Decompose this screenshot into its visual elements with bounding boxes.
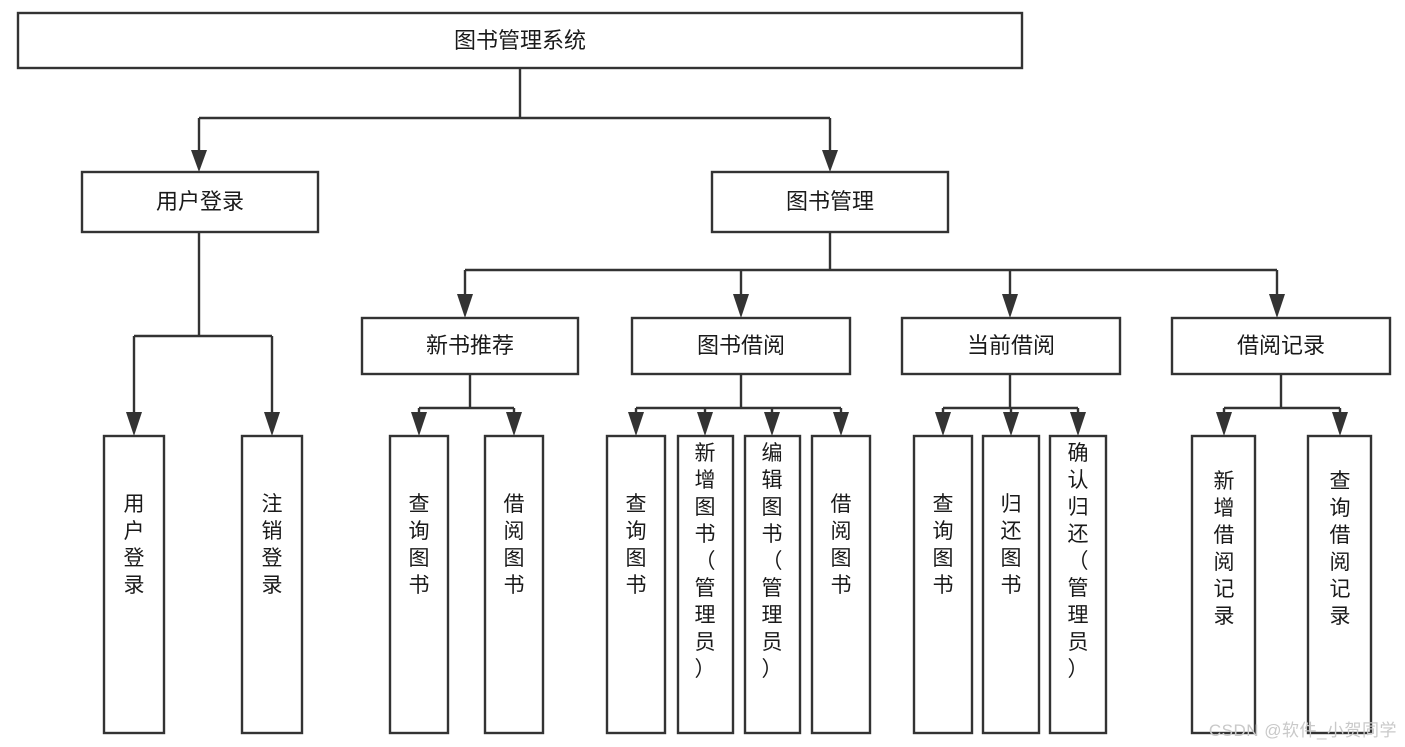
node-leaf-borrow-edit-box [743, 434, 802, 735]
arrow-head-borrowrecord-leaf-2 [1332, 412, 1348, 436]
node-leaf-borrow-add[interactable]: 新增图书（管理员） [676, 434, 735, 735]
node-leaf-borrow-edit-label: 编辑图书（管理员） [762, 442, 783, 681]
node-current-borrow[interactable]: 当前借阅 [900, 316, 1122, 376]
arrow-head-currentborrow-leaf-1 [935, 412, 951, 436]
node-leaf-current-confirm[interactable]: 确认归还（管理员） [1048, 434, 1108, 735]
connector-group-current-borrow [935, 374, 1086, 436]
node-borrow-record-label: 借阅记录 [1237, 333, 1325, 358]
node-root-system-label: 图书管理系统 [454, 28, 586, 53]
node-user-login-label: 用户登录 [156, 189, 244, 214]
node-leaf-newbook-borrow[interactable]: 借阅图书 [483, 434, 545, 735]
arrow-head-borrowrecord-leaf-1 [1216, 412, 1232, 436]
arrow-head-leaf-logout [264, 412, 280, 436]
node-leaf-record-query-box [1306, 434, 1373, 735]
node-leaf-current-return-box [981, 434, 1041, 735]
arrow-head-currentborrow-leaf-3 [1070, 412, 1086, 436]
node-borrow-record-box [1170, 316, 1392, 376]
arrow-head-leaf-user-login [126, 412, 142, 436]
node-leaf-borrow-book[interactable]: 借阅图书 [810, 434, 872, 735]
arrow-head-book-manage [822, 150, 838, 172]
node-user-login[interactable]: 用户登录 [80, 170, 320, 234]
connector-group-book-manage [457, 232, 1285, 318]
node-book-manage-label: 图书管理 [786, 189, 874, 214]
node-leaf-user-login-label: 用户登录 [124, 493, 145, 597]
node-leaf-record-add-label: 新增借阅记录 [1214, 470, 1235, 628]
node-leaf-record-add-box [1190, 434, 1257, 735]
arrow-head-newbook-leaf-1 [411, 412, 427, 436]
connector-group-book-borrow [628, 374, 849, 436]
node-leaf-borrow-add-box [676, 434, 735, 735]
node-leaf-record-query[interactable]: 查询借阅记录 [1306, 434, 1373, 735]
node-leaf-current-return[interactable]: 归还图书 [981, 434, 1041, 735]
node-new-book-recommend-label: 新书推荐 [426, 333, 514, 358]
node-leaf-current-return-label: 归还图书 [1001, 493, 1022, 597]
node-leaf-newbook-query[interactable]: 查询图书 [388, 434, 450, 735]
node-leaf-borrow-query[interactable]: 查询图书 [605, 434, 667, 735]
node-leaf-current-query[interactable]: 查询图书 [912, 434, 974, 735]
node-leaf-newbook-query-box [388, 434, 450, 735]
node-leaf-borrow-edit[interactable]: 编辑图书（管理员） [743, 434, 802, 735]
node-root-system-box [16, 11, 1024, 70]
arrow-head-bookborrow-leaf-4 [833, 412, 849, 436]
arrow-head-bookborrow-leaf-1 [628, 412, 644, 436]
node-leaf-borrow-query-label: 查询图书 [626, 493, 647, 597]
node-book-borrow-label: 图书借阅 [697, 333, 785, 358]
node-current-borrow-label: 当前借阅 [967, 333, 1055, 358]
node-borrow-record[interactable]: 借阅记录 [1170, 316, 1392, 376]
arrow-head-bookborrow-leaf-3 [764, 412, 780, 436]
arrow-head-user-login [191, 150, 207, 172]
arrow-head-newbook-leaf-2 [506, 412, 522, 436]
node-leaf-newbook-borrow-box [483, 434, 545, 735]
node-leaf-borrow-query-box [605, 434, 667, 735]
arrow-head-currentborrow-leaf-2 [1003, 412, 1019, 436]
node-user-login-box [80, 170, 320, 234]
node-leaf-logout-label: 注销登录 [262, 493, 283, 597]
node-leaf-logout-box [240, 434, 304, 735]
arrow-head-new-book [457, 294, 473, 318]
watermark-credit: CSDN @软件_小贺同学 [1208, 721, 1397, 740]
arrow-head-bookborrow-leaf-2 [697, 412, 713, 436]
connector-group-new-book [411, 374, 522, 436]
node-book-borrow-box [630, 316, 852, 376]
connector-group-borrow-record [1216, 374, 1348, 436]
node-leaf-newbook-borrow-label: 借阅图书 [504, 493, 525, 597]
node-leaf-record-add[interactable]: 新增借阅记录 [1190, 434, 1257, 735]
node-current-borrow-box [900, 316, 1122, 376]
node-book-manage-box [710, 170, 950, 234]
arrow-head-book-borrow [733, 294, 749, 318]
node-new-book-recommend[interactable]: 新书推荐 [360, 316, 580, 376]
node-leaf-borrow-book-label: 借阅图书 [831, 493, 852, 597]
node-book-borrow[interactable]: 图书借阅 [630, 316, 852, 376]
node-leaf-current-query-box [912, 434, 974, 735]
connector-group-root [191, 68, 838, 172]
node-leaf-current-query-label: 查询图书 [933, 493, 954, 597]
node-leaf-logout[interactable]: 注销登录 [240, 434, 304, 735]
node-leaf-borrow-book-box [810, 434, 872, 735]
node-leaf-user-login-box [102, 434, 166, 735]
node-leaf-record-query-label: 查询借阅记录 [1330, 470, 1351, 628]
node-leaf-borrow-add-label: 新增图书（管理员） [695, 442, 716, 681]
node-leaf-newbook-query-label: 查询图书 [409, 493, 430, 597]
arrow-head-current-borrow [1002, 294, 1018, 318]
node-leaf-current-confirm-box [1048, 434, 1108, 735]
connector-group-user-login [126, 232, 280, 436]
node-root-system[interactable]: 图书管理系统 [16, 11, 1024, 70]
node-leaf-current-confirm-label: 确认归还（管理员） [1068, 442, 1089, 681]
arrow-head-borrow-record [1269, 294, 1285, 318]
node-book-manage[interactable]: 图书管理 [710, 170, 950, 234]
node-new-book-recommend-box [360, 316, 580, 376]
node-leaf-user-login[interactable]: 用户登录 [102, 434, 166, 735]
